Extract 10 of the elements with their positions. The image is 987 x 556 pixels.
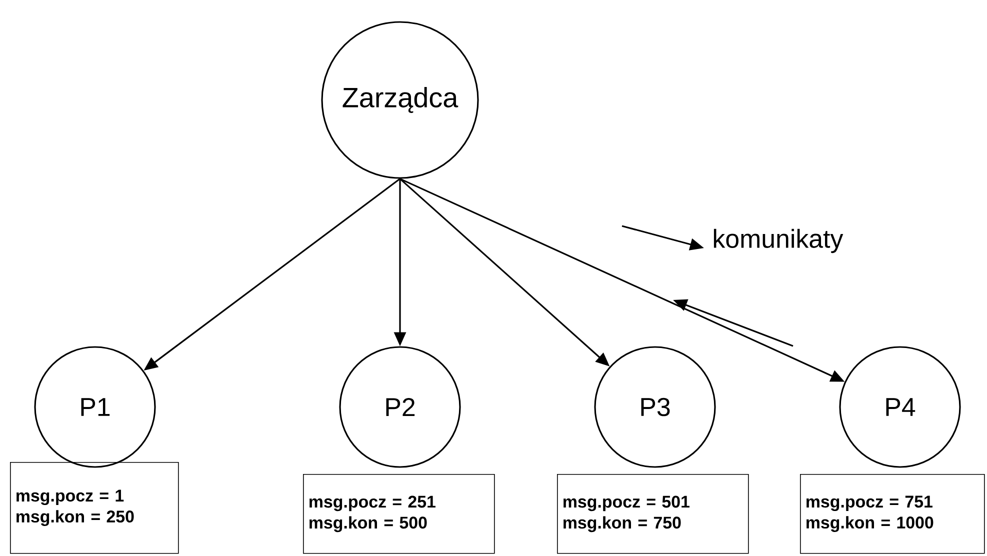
value-box: msg.pocz = 501 msg.kon = 750 <box>557 474 749 554</box>
value-box: msg.pocz = 251 msg.kon = 500 <box>303 474 495 554</box>
value-box: msg.pocz = 1 msg.kon = 250 <box>10 462 179 554</box>
circle-node: P1 <box>34 346 156 468</box>
circle-node: P4 <box>839 346 961 468</box>
value-box: msg.pocz = 751 msg.kon = 1000 <box>800 474 985 554</box>
circle-node: P2 <box>339 346 461 468</box>
annotation-label: komunikaty <box>714 228 844 254</box>
circle-node: P3 <box>594 346 716 468</box>
circle-node: Zarządca <box>321 21 479 179</box>
